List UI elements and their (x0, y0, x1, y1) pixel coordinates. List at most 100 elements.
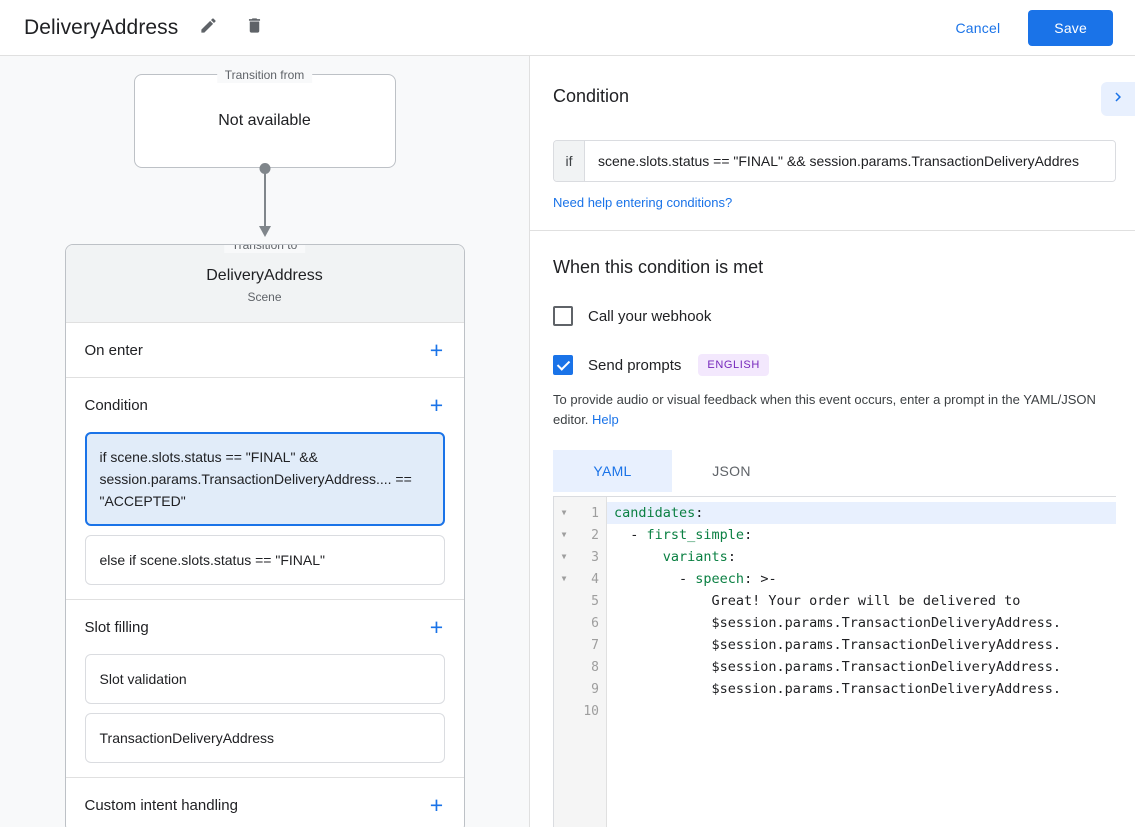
yaml-text: - (614, 571, 696, 587)
call-webhook-label: Call your webhook (588, 307, 712, 325)
gutter-line: ▼2 (554, 524, 606, 546)
line-number: 3 (591, 549, 599, 565)
flow-area: Transition from Not available Transition… (0, 56, 529, 827)
slot-item-transaction-delivery-address[interactable]: TransactionDeliveryAddress (84, 713, 445, 763)
condition-section-header: Condition (553, 82, 1135, 116)
yaml-text: - (614, 527, 647, 543)
transition-to-header: DeliveryAddress Scene (65, 245, 464, 323)
delete-button[interactable] (238, 12, 270, 44)
gutter-line: 9 (554, 678, 606, 700)
fold-triangle-icon[interactable]: ▼ (561, 574, 567, 583)
line-number: 9 (591, 681, 599, 697)
code-line: variants: (607, 546, 1116, 568)
send-prompts-label: Send prompts (588, 356, 682, 374)
gutter-line: 5 (554, 590, 606, 612)
add-slot-filling-button[interactable]: + (429, 613, 444, 640)
transition-to-title: DeliveryAddress (206, 267, 323, 284)
code-line: candidates: (607, 502, 1116, 524)
add-condition-button[interactable]: + (429, 391, 444, 418)
custom-intent-header[interactable]: Custom intent handling + (66, 778, 464, 827)
fold-triangle-icon[interactable]: ▼ (561, 552, 567, 561)
section-condition: Condition + if scene.slots.status == "FI… (65, 378, 464, 600)
condition-title: Condition (84, 396, 148, 414)
line-number: 10 (583, 703, 599, 719)
condition-item-selected[interactable]: if scene.slots.status == "FINAL" && sess… (84, 432, 445, 526)
cancel-button[interactable]: Cancel (940, 11, 1017, 45)
on-enter-header[interactable]: On enter + (66, 323, 464, 377)
code-line: $session.params.TransactionDeliveryAddre… (607, 678, 1116, 700)
pencil-icon (199, 16, 218, 40)
transition-from-value: Not available (218, 112, 311, 129)
yaml-text: : (744, 527, 753, 543)
condition-input-row: if (553, 140, 1116, 182)
condition-detail-panel: Condition if Need help entering conditio… (530, 56, 1135, 827)
code-line: $session.params.TransactionDeliveryAddre… (607, 634, 1116, 656)
yaml-text: : (695, 505, 704, 521)
connector-dot (259, 163, 270, 174)
yaml-text: : (727, 549, 736, 565)
tab-json[interactable]: JSON (712, 463, 751, 479)
call-webhook-row: Call your webhook (553, 306, 1116, 326)
gutter-line: ▼4 (554, 568, 606, 590)
page-title: DeliveryAddress (24, 15, 179, 39)
code-line: Great! Your order will be delivered to (607, 590, 1116, 612)
call-webhook-checkbox[interactable] (553, 306, 573, 326)
gutter-line: ▼3 (554, 546, 606, 568)
section-slot-filling: Slot filling + Slot validation Transacti… (65, 600, 464, 778)
trash-icon (245, 16, 264, 40)
expand-panel-button[interactable] (1101, 82, 1135, 116)
code-line: - first_simple: (607, 524, 1116, 546)
condition-header[interactable]: Condition + (66, 378, 464, 432)
condition-list: if scene.slots.status == "FINAL" && sess… (66, 432, 464, 599)
app-header: DeliveryAddress Cancel Save (0, 0, 1135, 56)
when-condition-met-title: When this condition is met (553, 257, 764, 277)
yaml-text: Great! Your order will be delivered to (614, 593, 1021, 609)
slot-filling-header[interactable]: Slot filling + (66, 600, 464, 654)
line-number: 6 (591, 615, 599, 631)
yaml-key: first_simple (646, 527, 745, 543)
transition-from-card: Transition from Not available (133, 67, 396, 168)
editor-code-area[interactable]: candidates: - first_simple: variants: - … (607, 497, 1116, 827)
transition-to-subtitle: Scene (247, 290, 282, 304)
slot-validation-item[interactable]: Slot validation (84, 654, 445, 704)
yaml-key: candidates (614, 505, 696, 521)
send-prompts-checkbox[interactable] (553, 355, 573, 375)
yaml-key: speech (695, 571, 745, 587)
save-button[interactable]: Save (1028, 9, 1113, 46)
line-number: 7 (591, 637, 599, 653)
add-on-enter-button[interactable]: + (429, 336, 444, 363)
tab-yaml[interactable]: YAML (553, 450, 672, 492)
custom-intent-title: Custom intent handling (84, 796, 238, 814)
transition-from-legend: Transition from (216, 67, 313, 83)
need-help-entering-conditions-link[interactable]: Need help entering conditions? (553, 195, 733, 210)
yaml-key: variants (662, 549, 728, 565)
line-number: 5 (591, 593, 599, 609)
line-number: 4 (591, 571, 599, 587)
condition-section-title: Condition (553, 86, 630, 106)
code-line (607, 700, 1116, 722)
yaml-text: $session.params.TransactionDeliveryAddre… (614, 637, 1062, 653)
add-custom-intent-button[interactable]: + (429, 791, 444, 818)
transition-to-legend: Transition to (223, 245, 306, 253)
connector-line (263, 168, 266, 230)
fold-triangle-icon[interactable]: ▼ (561, 530, 567, 539)
editor-format-tabs: YAML JSON (553, 450, 1116, 492)
prompt-description: To provide audio or visual feedback when… (553, 390, 1113, 430)
gutter-line: 6 (554, 612, 606, 634)
yaml-text: $session.params.TransactionDeliveryAddre… (614, 681, 1062, 697)
fold-triangle-icon[interactable]: ▼ (561, 508, 567, 517)
line-number: 8 (591, 659, 599, 675)
condition-item[interactable]: else if scene.slots.status == "FINAL" (84, 535, 445, 585)
gutter-line: 10 (554, 700, 606, 722)
condition-expression-input[interactable] (585, 141, 1115, 181)
code-line: $session.params.TransactionDeliveryAddre… (607, 656, 1116, 678)
language-badge: ENGLISH (698, 354, 769, 376)
edit-button[interactable] (192, 12, 224, 44)
yaml-text: : >- (744, 571, 777, 587)
prompt-help-link[interactable]: Help (592, 412, 619, 427)
flow-connector (0, 163, 529, 244)
slot-filling-list: Slot validation TransactionDeliveryAddre… (66, 654, 464, 777)
condition-section: Condition if Need help entering conditio… (530, 56, 1135, 231)
